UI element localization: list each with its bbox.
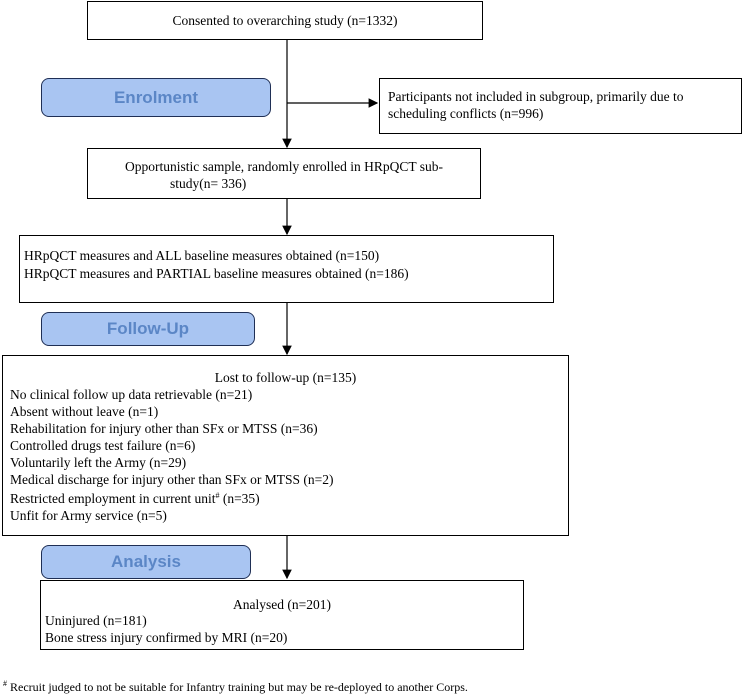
measures-box: HRpQCT measures and ALL baseline measure… — [19, 235, 554, 303]
lost-item-6: Medical discharge for injury other than … — [10, 472, 334, 487]
lost-item-1: No clinical follow up data retrievable (… — [10, 387, 253, 402]
footnote-text: Recruit judged to not be suitable for In… — [7, 680, 468, 694]
stage-analysis: Analysis — [41, 545, 251, 579]
excluded-line-1: Participants not included in subgroup, p… — [388, 89, 684, 104]
stage-followup: Follow-Up — [41, 312, 255, 346]
restricted-suffix: (n=35) — [219, 491, 260, 506]
sample-box: Opportunistic sample, randomly enrolled … — [87, 148, 481, 199]
analysed-item-1: Uninjured (n=181) — [45, 613, 147, 628]
sample-line-2: study(n= 336) — [170, 176, 247, 191]
lost-box: Lost to follow-up (n=135) No clinical fo… — [2, 355, 569, 536]
measures-line-1: HRpQCT measures and ALL baseline measure… — [24, 248, 380, 263]
restricted-prefix: Restricted employment in current unit — [10, 491, 216, 506]
sample-line-1: Opportunistic sample, randomly enrolled … — [124, 159, 444, 174]
lost-item-unfit: Unfit for Army service (n=5) — [10, 508, 167, 523]
footnote-mark: # — [3, 679, 7, 688]
consented-box: Consented to overarching study (n=1332) — [87, 1, 483, 40]
lost-item-5: Voluntarily left the Army (n=29) — [10, 455, 187, 470]
restricted-footnote-mark: # — [215, 491, 220, 500]
analysed-item-2: Bone stress injury confirmed by MRI (n=2… — [45, 630, 288, 645]
analysed-title: Analysed (n=201) — [233, 597, 331, 612]
excluded-box: Participants not included in subgroup, p… — [379, 78, 742, 134]
lost-item-3: Rehabilitation for injury other than SFx… — [10, 421, 318, 436]
lost-item-4: Controlled drugs test failure (n=6) — [10, 438, 196, 453]
measures-line-2: HRpQCT measures and PARTIAL baseline mea… — [24, 266, 409, 281]
lost-item-restricted: Restricted employment in current unit# (… — [10, 490, 260, 507]
lost-title: Lost to follow-up (n=135) — [214, 370, 357, 385]
stage-enrolment: Enrolment — [41, 78, 271, 117]
analysed-box: Analysed (n=201) Uninjured (n=181) Bone … — [40, 580, 524, 650]
excluded-line-2: scheduling conflicts (n=996) — [388, 106, 544, 121]
lost-item-2: Absent without leave (n=1) — [10, 404, 159, 419]
consented-text: Consented to overarching study (n=1332) — [172, 13, 398, 28]
footnote: # Recruit judged to not be suitable for … — [3, 679, 468, 695]
